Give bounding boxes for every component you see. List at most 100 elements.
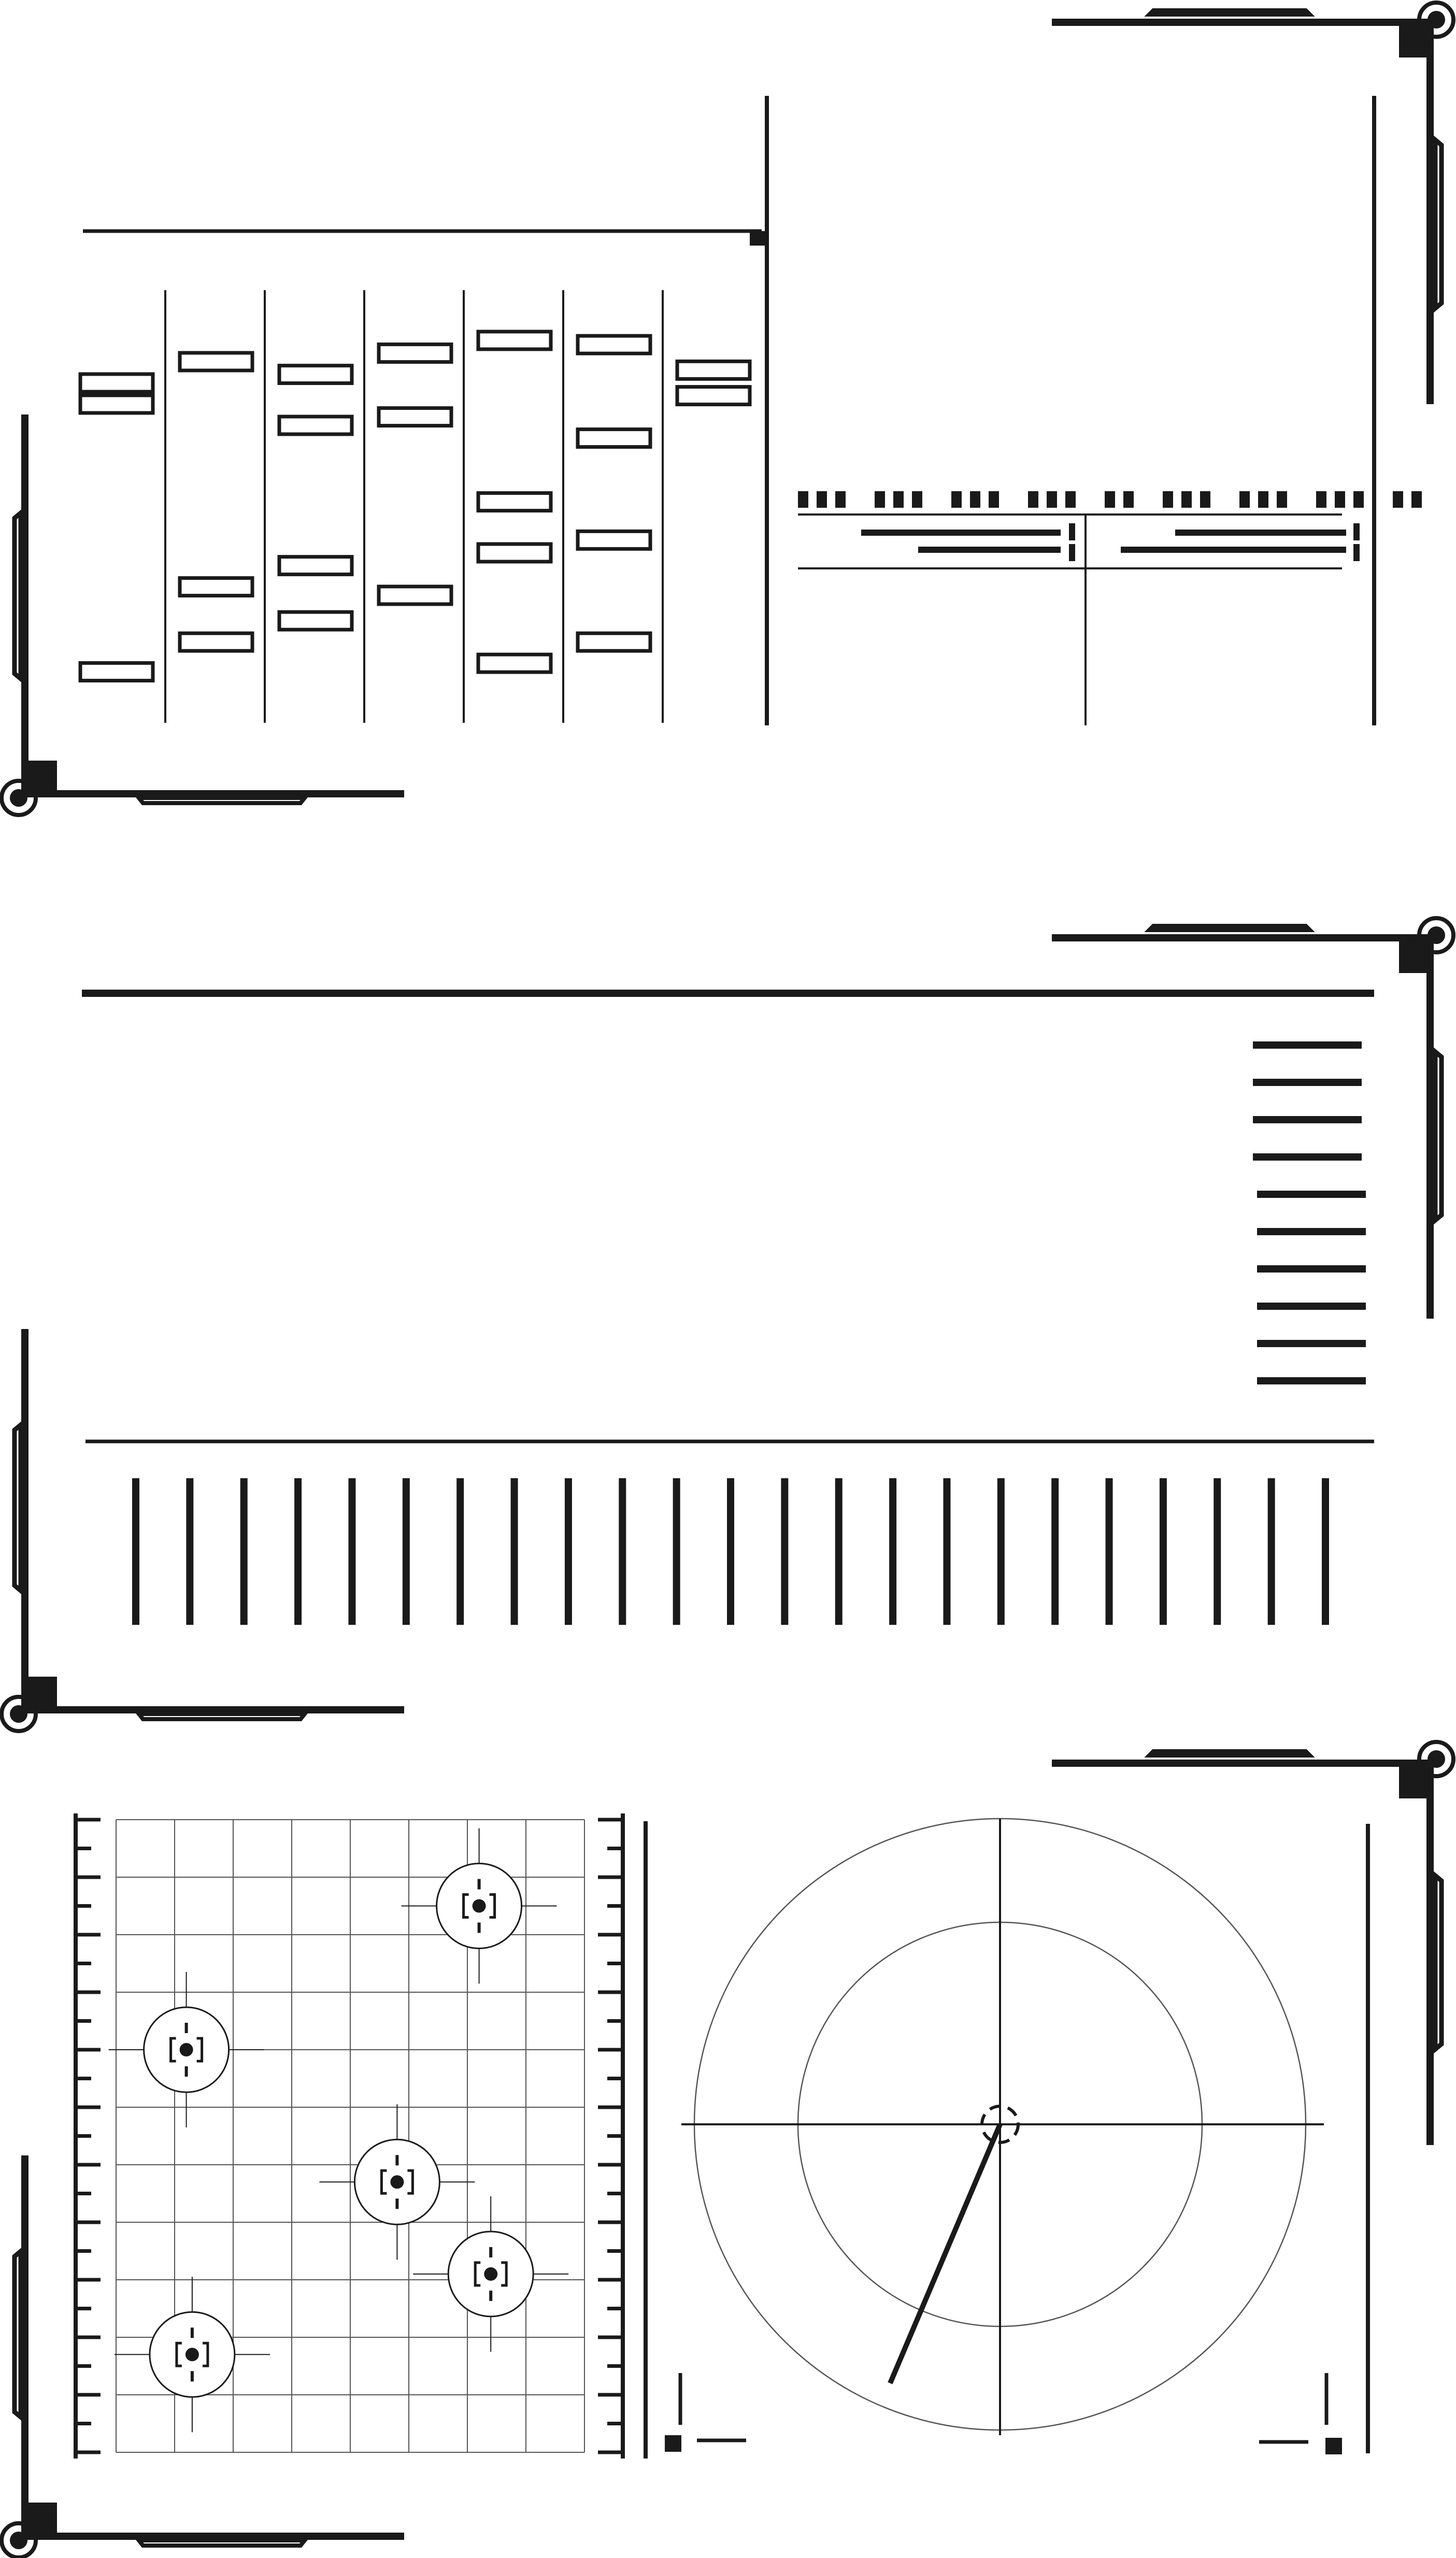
- sequencer-block: [78, 393, 155, 415]
- crosshair-target-icon: [413, 2196, 569, 2352]
- radar-panel: [0, 1740, 1455, 2558]
- equalizer-v-bar: [1214, 1478, 1221, 1625]
- crosshair-target-icon: [114, 2277, 270, 2433]
- equalizer-horizontal-bars: [1253, 1041, 1366, 1384]
- equalizer-panel: [0, 916, 1455, 1733]
- corner-bracket-icon: [0, 1329, 404, 1733]
- target-bracket: [462, 1893, 496, 1919]
- equalizer-h-bar: [1253, 1079, 1362, 1086]
- readout-bar: [798, 491, 808, 508]
- target-dot: [390, 2175, 404, 2189]
- readout-bar: [1353, 491, 1364, 508]
- sequencer-block: [178, 631, 254, 653]
- equalizer-h-bar: [1257, 1265, 1366, 1273]
- equalizer-v-bar: [997, 1478, 1005, 1625]
- readout-bar: [1105, 491, 1115, 508]
- sequencer-block: [576, 529, 652, 551]
- sequencer-block: [377, 406, 453, 428]
- crosshair-target-icon: [108, 1972, 264, 2127]
- data-readout: [798, 491, 1422, 725]
- target-dot: [472, 1899, 486, 1913]
- ruler-ticks: [76, 1818, 623, 2454]
- corner-bracket-icon: [0, 415, 404, 817]
- corner-bracket-icon: [1052, 1, 1455, 404]
- equalizer-h-bar: [1257, 1191, 1366, 1198]
- sequencer-block: [178, 576, 254, 598]
- readout-bar: [1028, 491, 1038, 508]
- sequencer-block: [675, 385, 752, 407]
- sequencer-block: [377, 342, 453, 364]
- readout-bar: [1393, 491, 1403, 508]
- readout-bar: [1258, 491, 1268, 508]
- equalizer-v-bar: [1322, 1478, 1329, 1625]
- readout-level-bar: [861, 530, 1061, 536]
- sequencer-block: [277, 555, 354, 577]
- equalizer-v-bar: [564, 1478, 572, 1625]
- readout-bar: [835, 491, 846, 508]
- readout-bar: [1181, 491, 1192, 508]
- readout-bar: [1065, 491, 1076, 508]
- readout-bar: [951, 491, 962, 508]
- equalizer-v-bar: [727, 1478, 734, 1625]
- sequencer-block: [576, 631, 652, 653]
- readout-bar: [1200, 491, 1210, 508]
- equalizer-v-bar: [943, 1478, 951, 1625]
- equalizer-h-bar: [1257, 1340, 1366, 1347]
- target-bracket: [474, 2261, 508, 2287]
- equalizer-h-bar: [1253, 1153, 1362, 1161]
- equalizer-v-bar: [1051, 1478, 1059, 1625]
- readout-bar: [1316, 491, 1326, 508]
- target-bracket: [175, 2341, 209, 2367]
- readout-bar: [875, 491, 885, 508]
- target-bracket: [169, 2037, 204, 2063]
- sequencer-block: [277, 415, 354, 436]
- equalizer-v-bar: [781, 1478, 789, 1625]
- sequencer-block: [78, 372, 155, 394]
- equalizer-h-bar: [1253, 1116, 1362, 1123]
- readout-bar: [1411, 491, 1422, 508]
- equalizer-v-bar: [510, 1478, 518, 1625]
- radar-sweep-icon: [888, 2123, 1003, 2384]
- equalizer-v-bar: [132, 1478, 139, 1625]
- crosshair-target-icon: [319, 2104, 475, 2260]
- readout-bar: [989, 491, 999, 508]
- readout-bar: [970, 491, 980, 508]
- target-markers: [108, 1828, 569, 2433]
- equalizer-h-bar: [1257, 1228, 1366, 1235]
- sequencer-block: [277, 610, 354, 632]
- equalizer-v-bar: [348, 1478, 356, 1625]
- equalizer-v-bar: [619, 1478, 626, 1625]
- sequencer-grid: [78, 290, 752, 723]
- readout-bar: [893, 491, 904, 508]
- target-bracket: [380, 2169, 414, 2195]
- readout-bar: [1335, 491, 1345, 508]
- corner-bracket-icon: [1052, 916, 1455, 1319]
- equalizer-v-bar: [294, 1478, 302, 1625]
- corner-bracket-icon: [1052, 1740, 1455, 2145]
- sequencer-block: [476, 330, 553, 351]
- equalizer-v-bar: [456, 1478, 464, 1625]
- equalizer-v-bar: [186, 1478, 194, 1625]
- sequencer-block: [675, 359, 752, 381]
- radar-scope: [665, 1818, 1370, 2454]
- readout-level-bar: [1175, 530, 1346, 536]
- readout-bar: [1277, 491, 1287, 508]
- target-dot: [185, 2348, 199, 2362]
- equalizer-v-bar: [402, 1478, 410, 1625]
- sequencer-panel: [0, 1, 1455, 817]
- target-dot: [484, 2267, 498, 2281]
- readout-bar: [912, 491, 922, 508]
- readout-bar: [817, 491, 827, 508]
- equalizer-v-bar: [673, 1478, 680, 1625]
- sequencer-block: [576, 427, 652, 449]
- readout-bar: [1163, 491, 1173, 508]
- equalizer-vertical-bars: [132, 1478, 1329, 1625]
- equalizer-v-bar: [1159, 1478, 1167, 1625]
- readout-bar: [1047, 491, 1057, 508]
- sequencer-block: [576, 334, 652, 355]
- readout-bar: [1239, 491, 1250, 508]
- equalizer-v-bar: [1267, 1478, 1275, 1625]
- sequencer-block: [277, 364, 354, 385]
- equalizer-h-bar: [1257, 1377, 1366, 1384]
- readout-level-bar: [918, 547, 1061, 553]
